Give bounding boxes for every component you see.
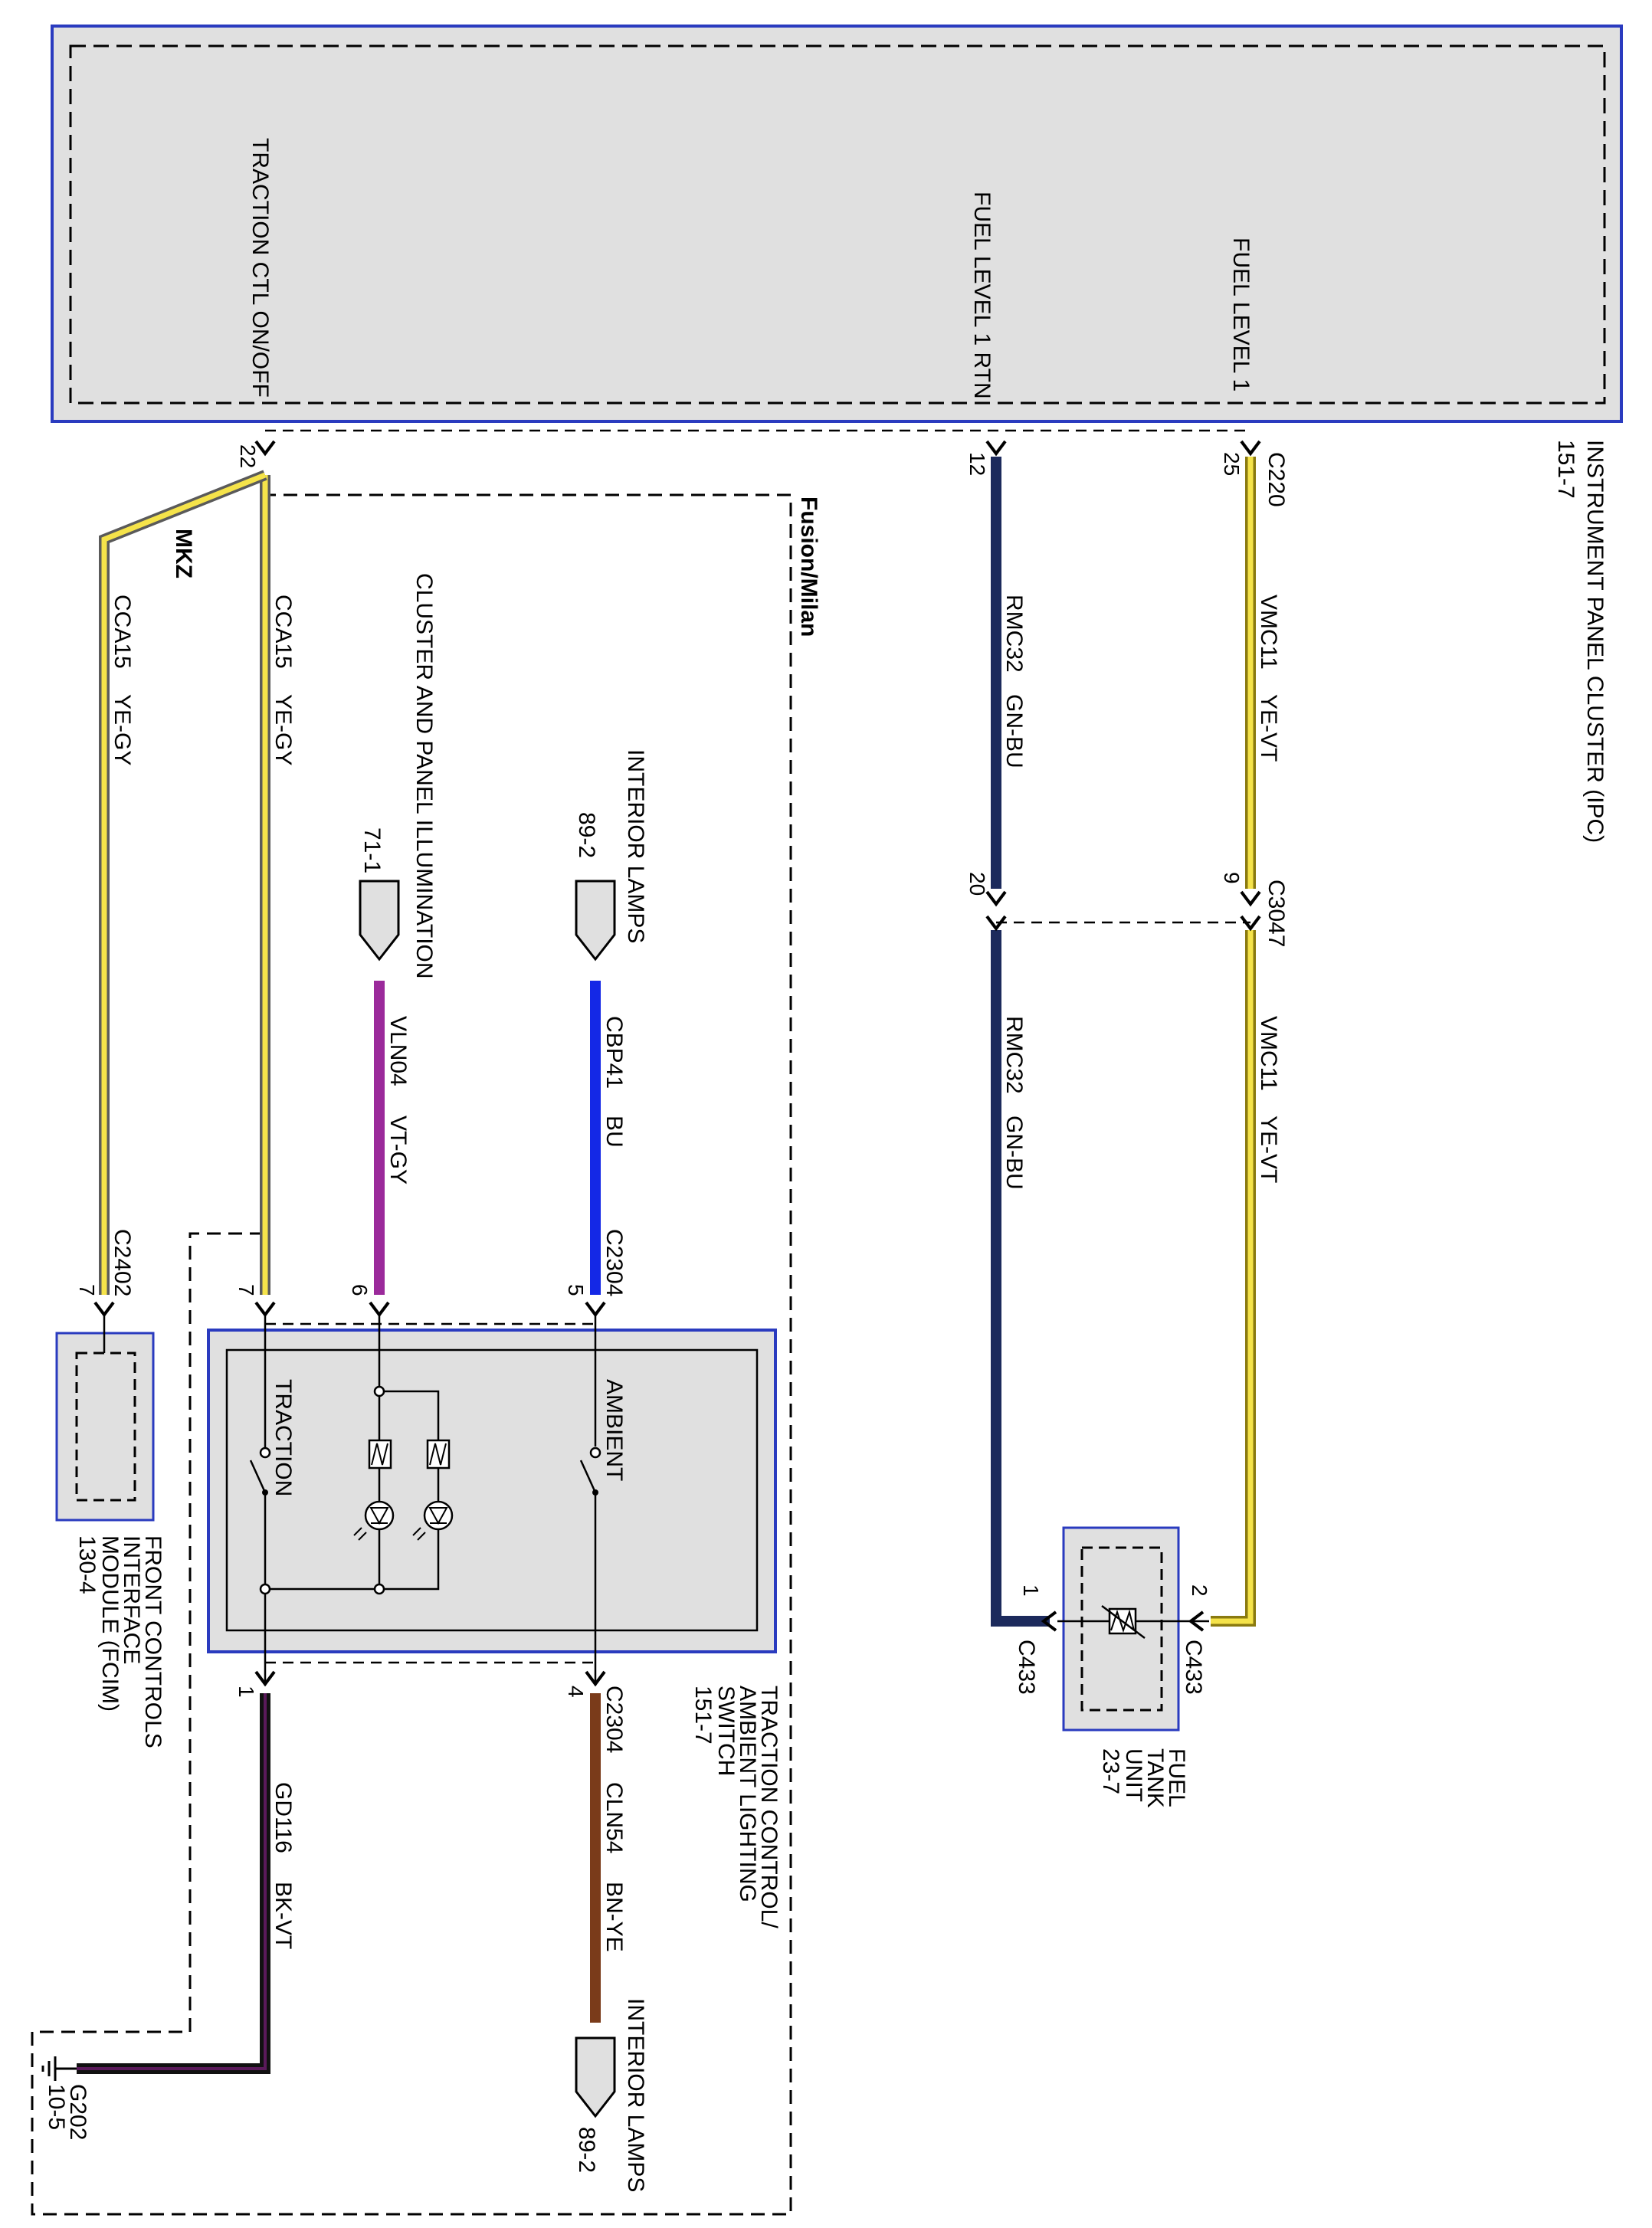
cca15-fusion-circuit: CCA15 [270, 595, 296, 669]
wire-vmc11-circuit-b: VMC11 [1256, 1016, 1281, 1091]
interior-lamps-top-label: INTERIOR LAMPS [623, 749, 648, 943]
pin-arrow [254, 1670, 606, 1687]
fcim-line3: MODULE (FCIM) [97, 1535, 123, 1712]
switch-ambient-label: AMBIENT [601, 1379, 627, 1481]
c433-label-a: C433 [1181, 1640, 1206, 1695]
fcim-ref: 130-4 [74, 1535, 100, 1594]
pin-22: 22 [236, 444, 260, 468]
wire-vmc11-color-b: YE-VT [1256, 1116, 1281, 1183]
c2402-pin-7: 7 [75, 1284, 99, 1296]
ground-icon [41, 2056, 77, 2081]
cln54-circuit: CLN54 [601, 1782, 627, 1853]
c2304-bottom-pin-4: 4 [564, 1686, 588, 1698]
fuel-tank-line3: UNIT [1121, 1748, 1146, 1802]
fuel-tank-ref: 23-7 [1098, 1748, 1123, 1794]
wire-gd116-stripe [77, 1693, 267, 2070]
gd116-color: BK-VT [270, 1882, 296, 1949]
cbp41-circuit: CBP41 [601, 1016, 627, 1089]
pin-arrow [254, 1301, 606, 1318]
ground-name: G202 [65, 2084, 90, 2140]
c2304-top-pin-5: 5 [564, 1284, 588, 1296]
connector-c220: C220 [1264, 452, 1289, 507]
c2304-top-pin-6: 6 [348, 1284, 372, 1296]
wire-gd116 [77, 1693, 270, 2074]
pin-arrow [254, 440, 1261, 457]
interior-lamps-bottom-offpage [575, 2036, 616, 2118]
c433-label-b: C433 [1014, 1640, 1039, 1695]
vln04-color: VT-GY [385, 1116, 411, 1184]
cln54-color: BN-YE [601, 1882, 627, 1952]
fuel-tank-line2: TANK [1142, 1748, 1168, 1808]
ipc-pin-label-fuel-rtn: FUEL LEVEL 1 RTN [969, 192, 995, 399]
ipc-module [51, 25, 1623, 423]
wire-rmc32-circuit-a: RMC32 [1001, 595, 1027, 673]
wire-rmc32-color-a: GN-BU [1001, 694, 1027, 768]
fcim-line1: FRONT CONTROLS [140, 1535, 166, 1748]
cluster-illum-label: CLUSTER AND PANEL ILLUMINATION [411, 573, 437, 979]
wire-rmc32-circuit-b: RMC32 [1001, 1016, 1027, 1094]
fcim-module [55, 1315, 155, 1522]
mkz-label: MKZ [171, 529, 196, 578]
variant-label: Fusion/Milan [796, 496, 821, 637]
wire-rmc32 [991, 457, 1050, 1627]
switch-title-line2: AMBIENT LIGHTING [735, 1686, 760, 1902]
interior-lamps-bottom-ref: 89-2 [574, 2127, 599, 2173]
c2304-bottom-pin-1: 1 [234, 1686, 258, 1698]
switch-title-line1: TRACTION CONTROL/ [756, 1686, 782, 1928]
fusion-milan-region [31, 493, 792, 2216]
pin-25: 25 [1220, 452, 1244, 476]
switch-traction-label: TRACTION [270, 1379, 296, 1496]
fuel-tank-line1: FUEL [1164, 1748, 1189, 1807]
pin-12: 12 [965, 452, 989, 476]
cca15-mkz-color: YE-GY [110, 694, 135, 765]
c2304-bottom-label: C2304 [601, 1686, 627, 1753]
wire-cca15-mkz [99, 470, 267, 1295]
c2402-label: C2402 [110, 1229, 135, 1296]
switch-ref: 151-7 [690, 1686, 716, 1745]
ipc-pin-label-fuel-level: FUEL LEVEL 1 [1228, 238, 1254, 392]
pin-arrow [93, 1301, 115, 1318]
connector-c433 [1041, 1610, 1205, 1632]
ipc-title: INSTRUMENT PANEL CLUSTER (IPC) [1582, 440, 1608, 843]
connector-c3047 [985, 890, 1261, 932]
cca15-fusion-color: YE-GY [270, 694, 296, 765]
wire-vmc11-circuit-a: VMC11 [1256, 595, 1281, 670]
c433-pin-2: 2 [1188, 1584, 1211, 1597]
wire-vmc11-color-a: YE-VT [1256, 694, 1281, 762]
switch-title-line3: SWITCH [713, 1686, 739, 1776]
wire-rmc32-color-b: GN-BU [1001, 1116, 1027, 1190]
ipc-ref: 151-7 [1553, 440, 1578, 499]
ipc-pin-label-traction: TRACTION CTL ON/OFF [247, 138, 273, 398]
interior-lamps-top-offpage [575, 880, 616, 962]
cbp41-color: BU [601, 1116, 627, 1148]
wire-vmc11 [1211, 457, 1256, 1627]
c433-pin-1: 1 [1019, 1584, 1043, 1597]
interior-lamps-bottom-label: INTERIOR LAMPS [623, 1998, 648, 2192]
cluster-illum-ref: 71-1 [359, 827, 385, 873]
cca15-mkz-circuit: CCA15 [110, 595, 135, 669]
c2304-top-pin-7: 7 [234, 1284, 258, 1296]
vln04-circuit: VLN04 [385, 1016, 411, 1086]
ground-ref: 10-5 [44, 2084, 69, 2130]
c3047-pin-9: 9 [1220, 872, 1244, 884]
interior-lamps-top-ref: 89-2 [574, 812, 599, 858]
fcim-line2: INTERFACE [119, 1535, 144, 1664]
gd116-circuit: GD116 [270, 1782, 296, 1853]
cluster-illum-offpage [359, 880, 400, 962]
c2304-top-label: C2304 [601, 1229, 627, 1296]
c3047-label: C3047 [1264, 880, 1289, 947]
fuel-tank-unit [1057, 1526, 1209, 1732]
switch-module [207, 1315, 777, 1686]
c3047-pin-20: 20 [965, 872, 989, 896]
